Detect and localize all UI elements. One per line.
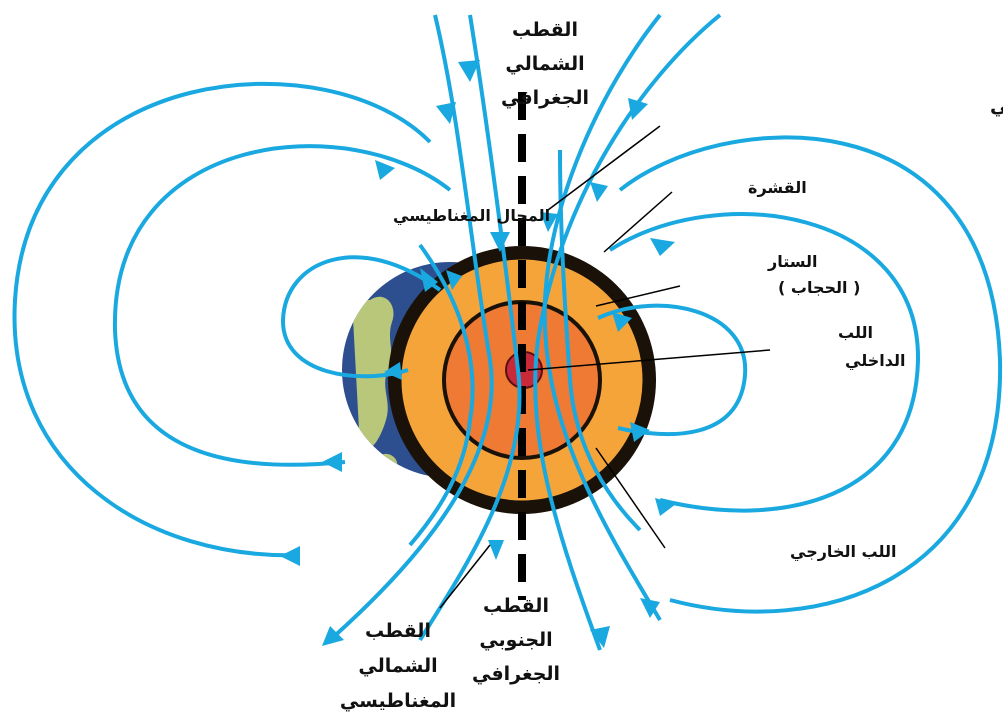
- arrow-icon: [650, 238, 675, 256]
- label-magnetic-field: المجال المغناطيسي: [393, 206, 550, 226]
- label-geo-south-3: الجغرافي: [472, 663, 560, 685]
- label-inner-core-1: اللب: [838, 323, 873, 342]
- labels: القطب الشمالي الجغرافي: [501, 19, 589, 109]
- arrow-icon: [436, 102, 456, 124]
- label-geo-south-2: الجنوبي: [479, 629, 552, 651]
- label-geo-north-2: الشمالي: [505, 53, 584, 75]
- arrow-icon: [375, 160, 395, 180]
- label-crust: القشرة: [748, 178, 807, 197]
- arrow-icon: [628, 98, 648, 120]
- label-geo-south-1: القطب: [483, 595, 549, 617]
- label-geo-north-1: القطب: [512, 19, 578, 41]
- land-europe: [352, 266, 375, 291]
- field-line-right-outer: [620, 137, 1000, 611]
- label-outer-core: اللب الخارجي: [790, 542, 897, 562]
- label-mag-north-1: القطب: [365, 620, 431, 642]
- leader-mag-south: [548, 126, 660, 210]
- label-magnetic-south-pole: القطب الجنوبي المغناطيسي: [990, 95, 1003, 117]
- arrow-icon: [322, 452, 342, 472]
- label-mantle-2: ( الحجاب ): [778, 278, 860, 297]
- arrow-icon: [590, 182, 608, 202]
- label-mantle-1: الستار: [767, 252, 818, 271]
- arrow-icon: [280, 546, 300, 566]
- arrow-icon: [488, 540, 504, 560]
- labels-bottom: القطب الجنوبي الجغرافي القطب الشمالي الم…: [340, 595, 560, 712]
- label-geo-north-3: الجغرافي: [501, 87, 589, 109]
- label-mag-north-3: المغناطيسي: [340, 690, 456, 712]
- label-inner-core-2: الداخلي: [845, 351, 905, 371]
- label-mag-north-2: الشمالي: [358, 655, 437, 677]
- leader-outer-core: [596, 448, 665, 548]
